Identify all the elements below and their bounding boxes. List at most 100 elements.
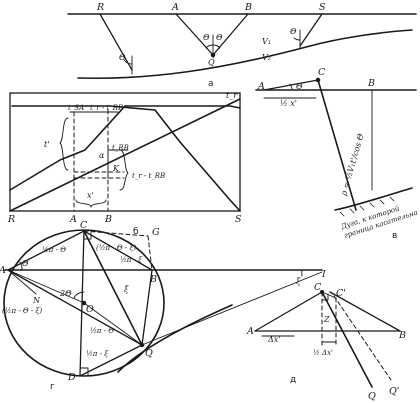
caption-v: в [392,231,397,241]
label-xi-1: ξ [124,285,129,294]
tangent-curve-q [117,304,233,373]
ray-s-down [299,13,323,47]
ray-r-down [99,13,133,71]
ray-c-prime-q-prime [333,295,392,381]
right-angle-c [83,231,92,240]
right-angle-c-d [321,293,329,301]
label-b: B [244,2,252,13]
label-half-pi-xi-2: ½π - ξ [86,350,109,358]
label-b-g: B [149,274,157,285]
label-half-pi-xi: ½π - ξ [120,256,143,264]
caption-d: д [290,375,296,385]
panel-a: R A B S Q Θ Θ Θ Θ V₁ V₂ a [67,2,417,89]
label-t-r: t_r [226,91,238,100]
label-b-d: B [398,330,406,341]
label-g-g: G [152,227,160,238]
chord-d-q [79,344,143,377]
theta-arc-s [293,37,301,41]
diagonal-t-r [9,98,241,212]
tangent-arc [334,187,413,211]
line-c-b-d [329,291,401,332]
point-o-dot [81,300,87,306]
chord-c-g [83,230,149,237]
label-s-b: S [235,214,242,225]
label-theta-q2: Θ [216,33,223,42]
brace-x-prime [75,199,107,208]
label-r-b: R [7,214,15,225]
ray-c-q [321,291,373,388]
panel-v: A C B Θ ½ x' ρ = ½V₁t'/cos Θ Дуга, к кот… [255,67,419,241]
label-dx-d: Δx' [267,335,281,344]
panel-d: C C' A B Z Δx' ½ Δx' Q Q' д [246,282,406,402]
point-q-dot-g [139,342,145,348]
right-angle-d [79,367,89,376]
label-z-d: Z [323,315,330,324]
line-a-n [7,269,37,295]
label-t-rb: t_RB [112,144,129,152]
radius-o-q [83,302,143,346]
refractor-boundary-a [77,29,413,80]
label-q: Q [208,58,215,67]
caption-a: a [208,79,214,89]
label-d-g: D [67,372,76,383]
label-i-g: I [321,269,326,280]
radius-a-o [7,269,85,304]
brace-t-prime [59,117,69,171]
point-q-dot [210,52,216,58]
chord-c-b [83,230,153,271]
label-i-angle: ξ [296,277,301,286]
label-b-b: B [104,214,112,225]
label-s: S [319,2,326,13]
tangent-q-i [141,271,323,346]
label-half-pi-theta: ½π - Θ [42,246,66,254]
label-v1: V₁ [262,37,271,46]
label-n-g: N [32,296,41,305]
theta-arc-r [123,59,133,65]
label-t-sa: t_SA [68,104,84,112]
line-g-b [147,235,153,271]
label-half-dx-d: ½ Δx' [313,349,333,357]
label-c-g: C [80,220,88,231]
label-theta-g: Θ [22,259,29,268]
label-left-angle: (½π - Θ - ξ) [2,307,42,315]
label-theta-v: Θ [296,82,303,91]
point-c-d-dot [319,289,325,295]
label-r: R [96,2,104,13]
caption-g: г [50,382,55,392]
label-c-prime-d: C' [336,288,346,299]
label-2theta: 2Θ [59,289,72,298]
label-half-pi-theta-2: ½π - Θ [90,327,114,335]
label-x-prime: x' [87,191,94,200]
arc-2theta-o [73,291,85,299]
label-half-x: ½ x' [280,99,297,108]
theta-arc-v [289,83,293,91]
label-angle-bracket: (½π - Θ - ξ) [96,244,136,252]
ray-a-q [175,13,214,56]
label-alpha: α [99,151,105,160]
hodograph-right [11,105,241,212]
brace-t-r [119,149,129,191]
label-q-g: Q [145,348,153,359]
label-theta-r: Θ [119,53,126,62]
label-c-d: C [314,282,322,293]
frame-b [9,92,241,212]
label-t-r-minus-2: t_r - t_RB [132,172,165,180]
label-c-v: C [318,67,326,78]
circle-g [3,229,165,377]
label-a-v: A [257,81,265,92]
label-o-g: O [86,304,94,315]
panel-g: A C G B I N O Q D Θ 2Θ (½π - Θ - ξ) ½π -… [0,220,326,392]
caption-b: б [133,227,139,237]
label-q-d: Q [368,391,376,402]
label-theta-s: Θ [290,27,297,36]
ray-q-b [212,13,249,56]
label-v2: V₂ [262,53,271,62]
chord-c-q [83,230,143,346]
label-b-v: B [367,78,375,89]
arc-hatching [339,196,395,217]
ray-c-down [317,79,357,211]
line-a-c-d [254,291,323,332]
label-a-b: A [69,214,77,225]
hodograph-left [9,105,241,191]
